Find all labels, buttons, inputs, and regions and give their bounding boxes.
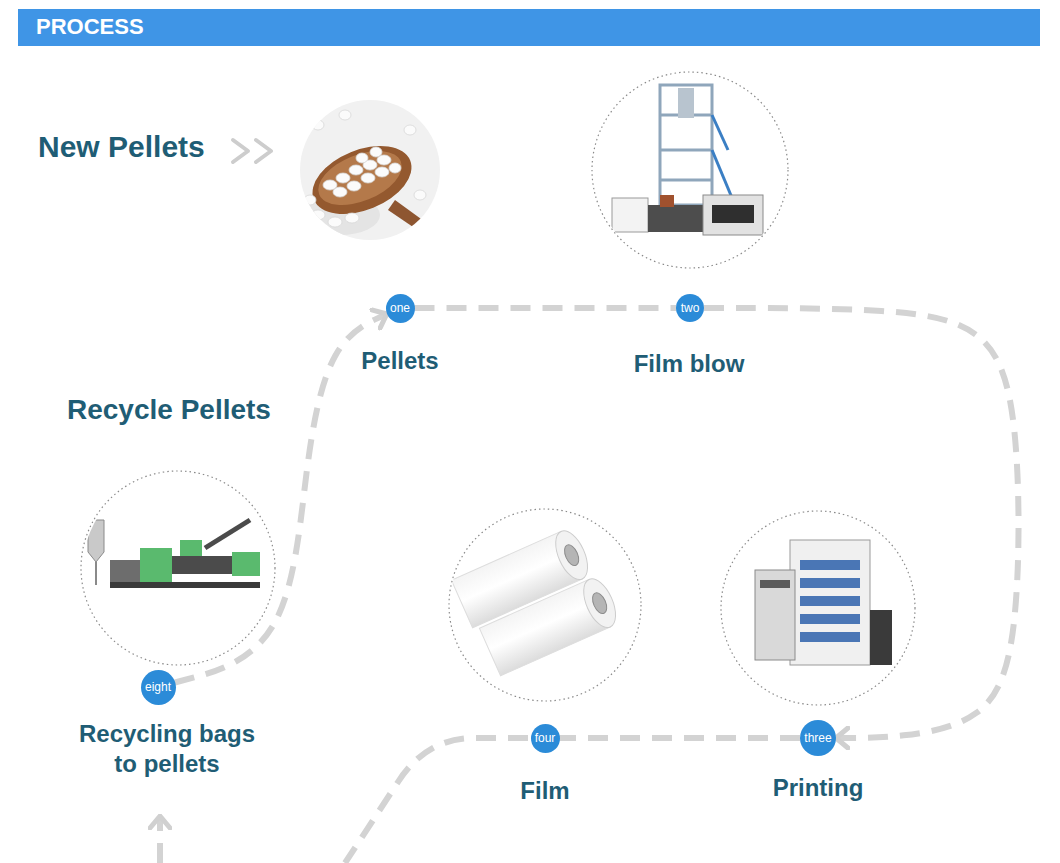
recycling-machine xyxy=(81,471,275,665)
pellet xyxy=(356,153,368,163)
print-roller xyxy=(800,560,860,570)
chevron xyxy=(233,140,248,162)
rolls-content xyxy=(451,526,622,676)
machine-content xyxy=(755,540,892,665)
pellet xyxy=(311,210,325,220)
film-blow-machine xyxy=(592,72,788,268)
compactor xyxy=(140,548,172,582)
image-circle xyxy=(721,511,915,705)
print-roller xyxy=(800,578,860,588)
dashed-connector xyxy=(560,735,801,741)
roll-core xyxy=(590,591,610,616)
machine-content xyxy=(88,520,260,588)
film-rolls xyxy=(449,509,641,701)
print-roller xyxy=(800,596,860,606)
flow-label: Recycle Pellets xyxy=(67,392,271,428)
dashed-connector xyxy=(704,308,1019,738)
step-number: two xyxy=(681,301,700,315)
dashed-flow xyxy=(345,738,528,863)
machine-base xyxy=(110,582,260,588)
dashed-connector xyxy=(415,305,677,311)
control-cabinet xyxy=(612,198,648,232)
cutter xyxy=(180,540,202,556)
pellet xyxy=(361,173,375,183)
photo-content xyxy=(300,110,450,248)
feeder xyxy=(110,560,140,582)
step-label: Recycling bags to pellets xyxy=(70,719,265,779)
machine-content xyxy=(612,85,763,235)
pellet xyxy=(328,217,342,227)
roll-core xyxy=(562,543,582,568)
step-badge: twoFilm blow xyxy=(676,294,704,322)
step-badge: onePellets xyxy=(386,294,415,323)
pellet xyxy=(404,125,416,135)
pellets-photo xyxy=(300,100,450,248)
pellet xyxy=(375,167,389,177)
step-number: four xyxy=(535,731,556,745)
flow-label: New Pellets xyxy=(38,129,205,165)
pelletizer xyxy=(232,552,260,576)
rewind-unit xyxy=(870,610,892,665)
dashed-flow xyxy=(157,816,163,863)
image-circle xyxy=(81,471,275,665)
extruder xyxy=(648,205,703,232)
press-frame xyxy=(790,540,870,665)
pellet xyxy=(347,181,361,191)
tower-platform xyxy=(660,179,712,182)
pellet xyxy=(370,147,382,157)
roll-end xyxy=(577,574,622,632)
pellet xyxy=(345,213,359,223)
pellet xyxy=(312,120,324,130)
print-roller xyxy=(800,614,860,624)
step-label: Pellets xyxy=(315,346,485,376)
pellet xyxy=(414,190,426,200)
pellets xyxy=(304,110,426,227)
step-label: Film xyxy=(480,776,610,806)
film-roll xyxy=(479,574,622,676)
roll-end xyxy=(549,526,594,584)
image-circle xyxy=(592,72,788,268)
unwind-roll xyxy=(760,580,790,588)
silo xyxy=(88,520,104,562)
pellet xyxy=(304,195,316,205)
printing-machine xyxy=(721,511,915,705)
conveyor xyxy=(205,520,250,548)
step-badge: threePrinting xyxy=(800,720,836,756)
chevron xyxy=(256,140,271,162)
winder xyxy=(703,195,763,235)
chevrons xyxy=(233,140,271,162)
stair xyxy=(712,115,728,150)
image-circle xyxy=(449,509,641,701)
step-badge: eightRecycling bags to pellets xyxy=(141,670,176,705)
step-label: Film blow xyxy=(594,349,784,379)
tower-platform xyxy=(660,149,712,152)
extruder-barrel xyxy=(172,556,232,574)
step-number: three xyxy=(804,731,831,745)
pellet xyxy=(339,110,351,120)
step-label: Printing xyxy=(733,773,903,803)
header-title: PROCESS xyxy=(36,13,144,41)
pellet xyxy=(336,173,350,183)
silo-leg xyxy=(95,562,97,585)
dashed-connector xyxy=(175,314,387,682)
roller-head xyxy=(678,88,694,118)
tower-frame xyxy=(660,85,712,205)
header-bar xyxy=(18,9,1040,46)
step-number: eight xyxy=(145,680,171,694)
pellet xyxy=(349,165,363,175)
spoon-bowl xyxy=(303,133,422,228)
spoon-handle xyxy=(388,200,450,248)
pellet xyxy=(333,187,347,197)
unwind-unit xyxy=(755,570,795,660)
winder-roll xyxy=(712,205,754,223)
step-number: one xyxy=(390,301,410,315)
hopper xyxy=(660,195,674,207)
step-badge: fourFilm xyxy=(531,724,560,753)
spoon-inner xyxy=(311,140,410,216)
pellet xyxy=(389,163,401,173)
print-roller xyxy=(800,632,860,642)
